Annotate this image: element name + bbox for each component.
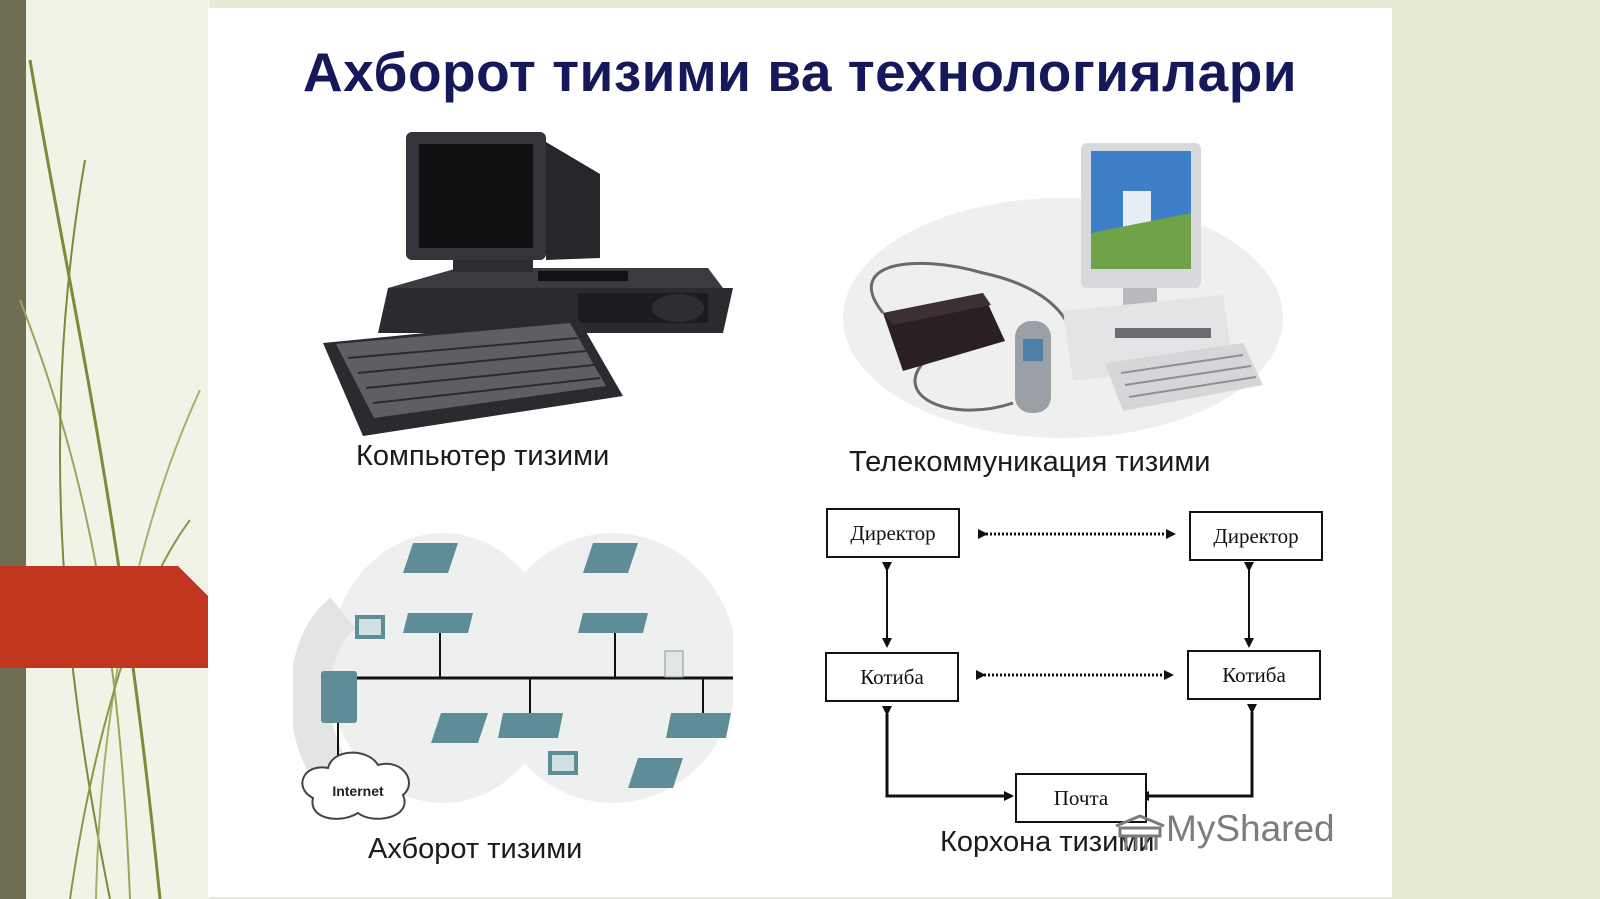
enterprise-node-secretary-right: Котиба <box>1187 650 1321 700</box>
information-system-caption: Ахборот тизими <box>368 833 583 865</box>
myshared-watermark: MyShared <box>1110 808 1350 850</box>
enterprise-node-secretary-left: Котиба <box>825 652 959 702</box>
enterprise-node-director-left: Директор <box>826 508 960 558</box>
watermark-logo-icon <box>1115 814 1165 850</box>
accent-tab <box>0 566 208 668</box>
network-topology-diagram: Internet <box>293 533 733 820</box>
slide-frame-edge <box>0 0 26 899</box>
enterprise-node-mail: Почта <box>1015 773 1147 823</box>
enterprise-node-director-right: Директор <box>1189 511 1323 561</box>
computer-system-caption: Компьютер тизими <box>356 440 610 472</box>
slide: Ахборот тизими ва технологиялари Компьют… <box>208 8 1392 897</box>
slide-title: Ахборот тизими ва технологиялари <box>302 41 1298 103</box>
decorative-grass-lines <box>19 59 201 899</box>
watermark-text: MyShared <box>1166 808 1335 849</box>
internet-cloud-label: Internet <box>332 783 384 799</box>
enterprise-connectors <box>882 529 1257 801</box>
telecom-system-illustration <box>843 143 1283 438</box>
desktop-computer-illustration <box>323 132 733 436</box>
telecom-system-caption: Телекоммуникация тизими <box>849 446 1211 478</box>
